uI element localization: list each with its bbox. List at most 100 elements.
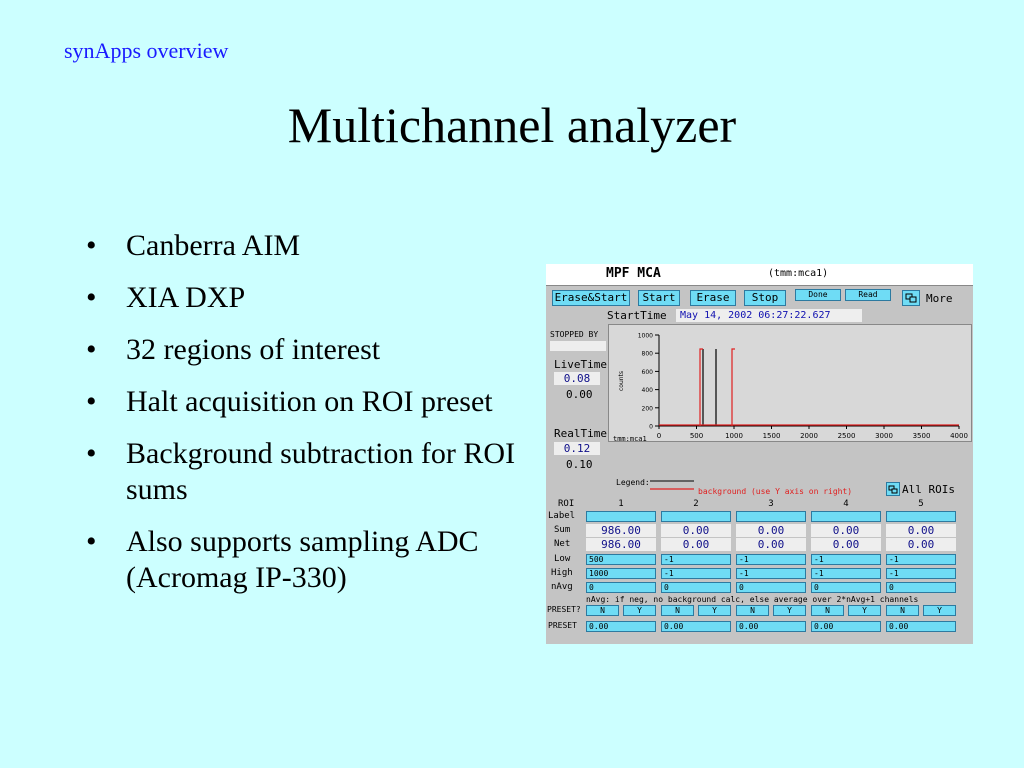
roi-preset-field[interactable]: 0.00 xyxy=(661,621,731,632)
roi-preset-yes-button[interactable]: Y xyxy=(698,605,731,616)
roi-low-field[interactable]: -1 xyxy=(661,554,731,565)
all-rois-label: All ROIs xyxy=(902,483,955,496)
bullet-item: XIA DXP xyxy=(86,280,526,316)
window-icon[interactable] xyxy=(902,290,920,306)
x-tick-label: 0 xyxy=(657,432,661,440)
x-tick-label: 1500 xyxy=(763,432,781,440)
roi-low-field[interactable]: -1 xyxy=(886,554,956,565)
roi-high-field[interactable]: -1 xyxy=(736,568,806,579)
roi-preset-no-button[interactable]: N xyxy=(886,605,919,616)
roi-number: 3 xyxy=(768,499,774,509)
mca-title: MPF MCA xyxy=(606,266,661,281)
y-tick-label: 400 xyxy=(642,387,654,394)
roi-net-value: 0.00 xyxy=(811,538,881,551)
row-label-navg: nAvg xyxy=(551,582,573,592)
roi-number: 4 xyxy=(843,499,849,509)
erase-button[interactable]: Erase xyxy=(690,290,736,306)
roi-net-value: 0.00 xyxy=(736,538,806,551)
more-label: More xyxy=(926,292,953,305)
row-label-label: Label xyxy=(548,511,576,521)
roi-number: 1 xyxy=(618,499,624,509)
roi-high-field[interactable]: -1 xyxy=(661,568,731,579)
y-axis-title: counts xyxy=(618,371,625,391)
roi-high-field[interactable]: -1 xyxy=(811,568,881,579)
row-label-roi: ROI xyxy=(558,499,575,509)
roi-sum-value: 0.00 xyxy=(661,524,731,537)
roi-navg-field[interactable]: 0 xyxy=(586,582,656,593)
roi-navg-field[interactable]: 0 xyxy=(811,582,881,593)
roi-preset-no-button[interactable]: N xyxy=(736,605,769,616)
device-label: tmm:mca1 xyxy=(613,435,647,443)
roi-number: 5 xyxy=(918,499,924,509)
bullet-item: Halt acquisition on ROI preset xyxy=(86,384,526,420)
erase-start-button[interactable]: Erase&Start xyxy=(552,290,630,306)
real-time-label: RealTime xyxy=(554,427,607,440)
roi-preset-no-button[interactable]: N xyxy=(811,605,844,616)
navg-note: nAvg: if neg, no background calc, else a… xyxy=(586,595,919,604)
roi-navg-field[interactable]: 0 xyxy=(886,582,956,593)
roi-preset-yes-button[interactable]: Y xyxy=(623,605,656,616)
row-label-sum: Sum xyxy=(554,525,571,535)
mca-subtitle: (tmm:mca1) xyxy=(768,268,829,279)
row-label-preset-q: PRESET? xyxy=(547,605,581,614)
roi-low-field[interactable]: 500 xyxy=(586,554,656,565)
roi-preset-yes-button[interactable]: Y xyxy=(848,605,881,616)
real-time-preset[interactable]: 0.12 xyxy=(554,442,600,455)
roi-sum-value: 986.00 xyxy=(586,524,656,537)
all-rois-window-icon[interactable] xyxy=(886,482,900,496)
mca-window: MPF MCA (tmm:mca1) Erase&Start Start Era… xyxy=(546,264,973,644)
mca-title-bar: MPF MCA (tmm:mca1) xyxy=(546,264,973,286)
live-time-value: 0.00 xyxy=(566,388,593,401)
bullet-item: Background subtraction for ROI sums xyxy=(86,436,526,508)
roi-high-field[interactable]: -1 xyxy=(886,568,956,579)
x-tick-label: 1000 xyxy=(725,432,743,440)
roi-preset-yes-button[interactable]: Y xyxy=(773,605,806,616)
legend-swatches xyxy=(650,480,694,490)
roi-label-field[interactable] xyxy=(811,511,881,522)
roi-label-field[interactable] xyxy=(736,511,806,522)
row-label-low: Low xyxy=(554,554,571,564)
x-tick-label: 3500 xyxy=(913,432,931,440)
roi-low-field[interactable]: -1 xyxy=(736,554,806,565)
x-tick-label: 500 xyxy=(690,432,703,440)
y-tick-label: 1000 xyxy=(638,333,653,340)
start-button[interactable]: Start xyxy=(638,290,680,306)
live-time-preset[interactable]: 0.08 xyxy=(554,372,600,385)
stop-button[interactable]: Stop xyxy=(744,290,786,306)
roi-preset-no-button[interactable]: N xyxy=(586,605,619,616)
roi-preset-field[interactable]: 0.00 xyxy=(811,621,881,632)
read-button[interactable]: Read xyxy=(845,289,891,301)
roi-preset-field[interactable]: 0.00 xyxy=(886,621,956,632)
roi-net-value: 986.00 xyxy=(586,538,656,551)
roi-high-field[interactable]: 1000 xyxy=(586,568,656,579)
roi-sum-value: 0.00 xyxy=(811,524,881,537)
roi-label-field[interactable] xyxy=(886,511,956,522)
roi-preset-no-button[interactable]: N xyxy=(661,605,694,616)
roi-navg-field[interactable]: 0 xyxy=(736,582,806,593)
bullet-item: 32 regions of interest xyxy=(86,332,526,368)
slide-title: Multichannel analyzer xyxy=(287,97,737,153)
roi-label-field[interactable] xyxy=(661,511,731,522)
legend-background-label: background (use Y axis on right) xyxy=(698,487,853,496)
row-label-high: High xyxy=(551,568,573,578)
roi-preset-field[interactable]: 0.00 xyxy=(736,621,806,632)
background-peak xyxy=(699,348,703,426)
background-peak xyxy=(731,348,735,426)
y-tick-label: 800 xyxy=(642,351,654,358)
roi-label-field[interactable] xyxy=(586,511,656,522)
roi-low-field[interactable]: -1 xyxy=(811,554,881,565)
stopped-by-label: STOPPED BY xyxy=(550,330,599,339)
done-button[interactable]: Done xyxy=(795,289,841,301)
start-time-label: StartTime xyxy=(607,309,667,322)
live-time-label: LiveTime xyxy=(554,358,607,371)
roi-net-value: 0.00 xyxy=(886,538,956,551)
roi-navg-field[interactable]: 0 xyxy=(661,582,731,593)
row-label-net: Net xyxy=(554,539,571,549)
x-tick-label: 2500 xyxy=(838,432,856,440)
roi-preset-field[interactable]: 0.00 xyxy=(586,621,656,632)
bullet-item: Canberra AIM xyxy=(86,228,526,264)
roi-preset-yes-button[interactable]: Y xyxy=(923,605,956,616)
